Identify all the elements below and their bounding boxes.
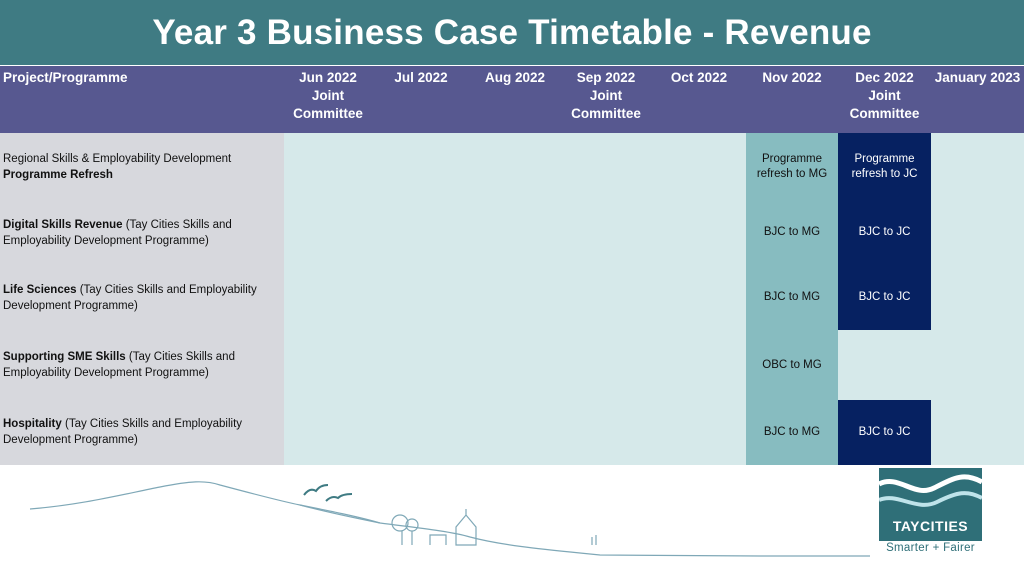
header-sep-2022: Sep 2022 Joint Committee bbox=[560, 66, 652, 133]
cell-text: BJC to MG bbox=[763, 426, 821, 438]
header-jun-2022: Jun 2022 Joint Committee bbox=[284, 66, 372, 133]
header-label: January 2023 bbox=[934, 70, 1021, 85]
cell-text: BJC to MG bbox=[763, 291, 821, 303]
project-name-column bbox=[0, 133, 284, 465]
row-name-plain: (Tay Cities Skills and Employability Dev… bbox=[3, 418, 243, 446]
header-aug-2022: Aug 2022 bbox=[470, 66, 560, 133]
logo-name: TAYCITIES bbox=[892, 518, 969, 534]
cell-text: Programme refresh to MG bbox=[756, 152, 828, 180]
nov-cell: Programme refresh to MG bbox=[746, 133, 838, 200]
header-label: Joint bbox=[311, 88, 345, 103]
header-label: Oct 2022 bbox=[670, 70, 728, 85]
header-label: Joint bbox=[589, 88, 623, 103]
cell-text: BJC to MG bbox=[763, 226, 821, 238]
header-oct-2022: Oct 2022 bbox=[652, 66, 746, 133]
dec-cell: Programme refresh to JC bbox=[838, 133, 931, 200]
header-jul-2022: Jul 2022 bbox=[372, 66, 470, 133]
row-name-plain: Regional Skills & Employability Developm… bbox=[3, 153, 232, 165]
header-project: Project/Programme bbox=[0, 66, 284, 133]
row-name-bold: Digital Skills Revenue bbox=[3, 219, 123, 231]
cell-text: BJC to JC bbox=[858, 426, 911, 438]
nov-cell: BJC to MG bbox=[746, 400, 838, 465]
header-label: Joint bbox=[868, 88, 901, 103]
taycities-logo: TAYCITIES Smarter + Fairer bbox=[877, 468, 984, 558]
header-label: Jun 2022 bbox=[299, 70, 357, 85]
bird-icon bbox=[325, 493, 353, 502]
row-name-plain: (Tay Cities Skills and Employability Dev… bbox=[3, 351, 235, 379]
table-row-name: Digital Skills Revenue (Tay Cities Skill… bbox=[3, 217, 278, 249]
nov-cell: BJC to MG bbox=[746, 265, 838, 330]
header-jan-2023: January 2023 bbox=[931, 66, 1024, 133]
row-name-bold: Supporting SME Skills bbox=[3, 351, 126, 363]
row-name-bold: Hospitality bbox=[3, 418, 62, 430]
row-name-plain: (Tay Cities Skills and Employability Dev… bbox=[3, 219, 232, 247]
header-label: Dec 2022 bbox=[855, 70, 914, 85]
cell-text: BJC to JC bbox=[858, 291, 911, 303]
dec-cell: BJC to JC bbox=[838, 200, 931, 265]
header-label: Sep 2022 bbox=[576, 70, 636, 85]
header-label: Jul 2022 bbox=[394, 70, 448, 85]
table-row-name: Regional Skills & Employability Developm… bbox=[3, 151, 278, 183]
nov-cell: OBC to MG bbox=[746, 330, 838, 400]
logo-tagline: Smarter + Fairer bbox=[886, 542, 975, 554]
dec-cell: BJC to JC bbox=[838, 400, 931, 465]
table-row-name: Life Sciences (Tay Cities Skills and Emp… bbox=[3, 282, 278, 314]
river-wave-icon bbox=[877, 474, 984, 507]
header-label: Committee bbox=[849, 106, 920, 121]
header-row: Project/Programme Jun 2022 Joint Committ… bbox=[0, 66, 1024, 133]
header-label: Aug 2022 bbox=[484, 70, 546, 85]
header-dec-2022: Dec 2022 Joint Committee bbox=[838, 66, 931, 133]
header-label: Committee bbox=[571, 106, 641, 121]
bird-icon bbox=[303, 484, 329, 496]
header-label: Nov 2022 bbox=[762, 70, 822, 85]
row-name-bold: Life Sciences bbox=[3, 284, 77, 296]
header-label: Committee bbox=[293, 106, 363, 121]
nov-cell: BJC to MG bbox=[746, 200, 838, 265]
page-title: Year 3 Business Case Timetable - Revenue bbox=[152, 12, 872, 52]
dec-cell: BJC to JC bbox=[838, 265, 931, 330]
logo-box: TAYCITIES bbox=[877, 468, 984, 541]
hill-outline-icon bbox=[29, 481, 870, 557]
cell-text: OBC to MG bbox=[762, 358, 822, 371]
tree-icon bbox=[391, 514, 409, 532]
header-nov-2022: Nov 2022 bbox=[746, 66, 838, 133]
table-row-name: Hospitality (Tay Cities Skills and Emplo… bbox=[3, 416, 278, 448]
landscape-illustration bbox=[29, 481, 870, 557]
church-icon bbox=[455, 509, 477, 546]
row-name-bold: Programme Refresh bbox=[3, 169, 113, 181]
title-banner: Year 3 Business Case Timetable - Revenue bbox=[0, 0, 1024, 65]
row-name-plain: (Tay Cities Skills and Employability Dev… bbox=[3, 284, 257, 312]
header-project-label: Project/Programme bbox=[3, 70, 128, 85]
cell-text: Programme refresh to JC bbox=[851, 152, 918, 180]
cell-text: BJC to JC bbox=[858, 226, 911, 238]
table-row-name: Supporting SME Skills (Tay Cities Skills… bbox=[3, 349, 278, 381]
